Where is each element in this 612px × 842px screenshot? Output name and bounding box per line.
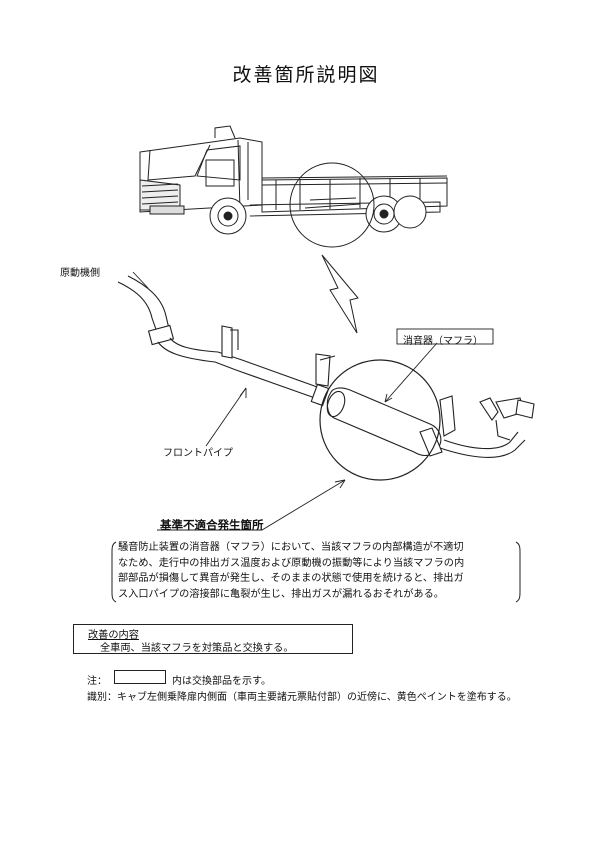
note-text: 内は交換部品を示す。 (172, 676, 271, 687)
description-line: 部部品が損傷して異音が発生し、そのままの状態で使用を続けると、排出ガ (118, 573, 464, 584)
improvement-title: 改善の内容 (88, 630, 139, 641)
front-pipe-label: フロントパイプ (163, 448, 233, 459)
description-line: ス入口パイプの溶接部に亀裂が生じ、排出ガスが漏れるおそれがある。 (118, 588, 444, 600)
improvement-body: 全車両、当該マフラを対策品と交換する。 (100, 643, 294, 654)
callout-arrow (321, 254, 359, 334)
page-title: 改善箇所説明図 (232, 64, 380, 86)
description-line: 騒音防止装置の消音器（マフラ）において、当該マフラの内部構造が不適切 (118, 542, 464, 553)
exhaust-pipe (117, 275, 535, 481)
engine-side-label: 原動機側 (60, 268, 100, 279)
note-legend-box (114, 670, 166, 684)
identification-text: 識別：キャブ左側乗降扉内側面（車両主要諸元票貼付部）の近傍に、黄色ペイントを塗布… (87, 692, 517, 703)
defect-location-label: 基準不適合発生箇所 (160, 518, 264, 532)
description-bracket (111, 541, 521, 603)
description-line: なため、走行中の排出ガス温度および原動機の振動等により当該マフラの内 (118, 557, 465, 569)
defect-description: 騒音防止装置の消音器（マフラ）において、当該マフラの内部構造が不適切 なため、走… (118, 540, 513, 602)
truck-illustration (139, 125, 448, 248)
muffler-label: 消音器（マフラ） (403, 336, 483, 347)
note-prefix: 注： (87, 676, 107, 687)
leader-lines (132, 271, 494, 531)
improvement-box: 改善の内容 全車両、当該マフラを対策品と交換する。 (73, 624, 353, 654)
